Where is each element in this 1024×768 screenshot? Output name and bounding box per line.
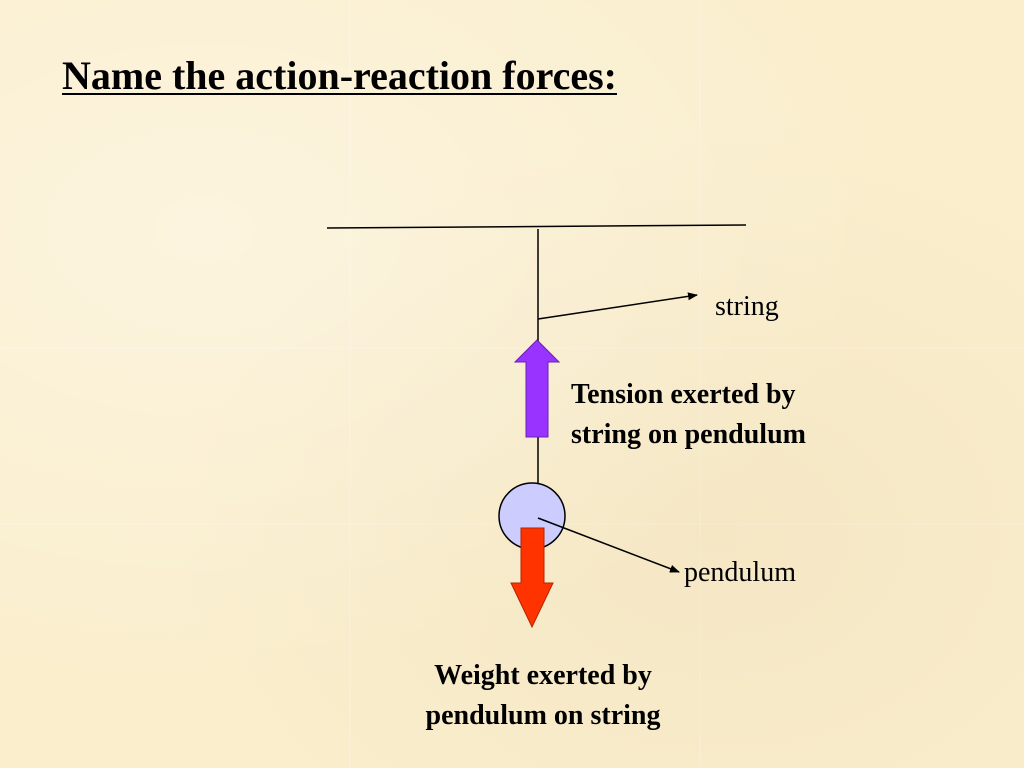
tension-arrow (513, 339, 561, 438)
string-pointer-line (537, 292, 698, 320)
pendulum-label: pendulum (684, 557, 796, 588)
tension-force-label: Tension exerted by string on pendulum (571, 375, 806, 455)
ceiling-line (326, 224, 747, 229)
tension-label-line-1: Tension exerted by (571, 379, 796, 410)
weight-label-line-1: Weight exerted by (434, 660, 652, 691)
weight-label-line-2: pendulum on string (425, 700, 661, 731)
slide-title: Name the action-reaction forces: (62, 53, 617, 98)
weight-arrow (510, 527, 554, 629)
string-label: string (715, 291, 779, 322)
tension-label-line-2: string on pendulum (571, 419, 806, 450)
pendulum-pointer-line (537, 517, 680, 573)
weight-force-label: Weight exerted by pendulum on string (398, 656, 688, 736)
